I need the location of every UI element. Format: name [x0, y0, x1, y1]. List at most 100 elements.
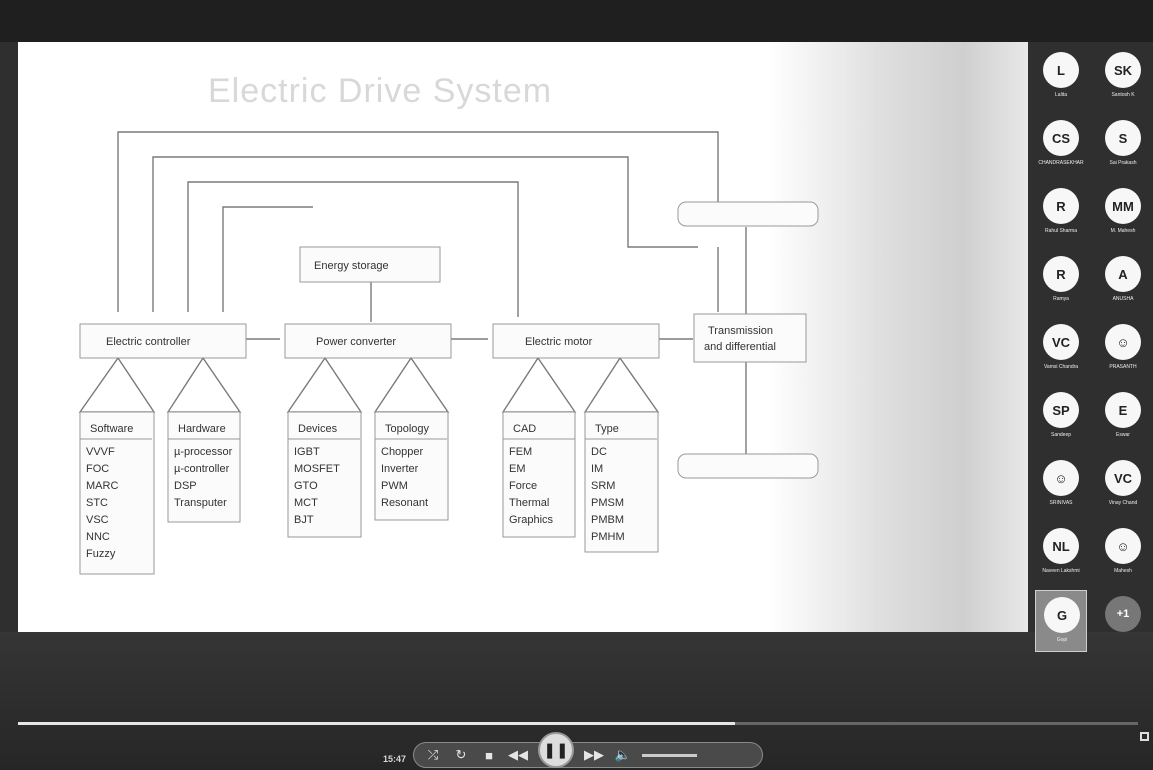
- participant-tile[interactable]: CS CHANDRASEKHAR: [1035, 114, 1087, 176]
- participant-tile[interactable]: ☺PRASANTH: [1097, 318, 1149, 380]
- wheel-top: [677, 201, 819, 227]
- participant-avatar: SP: [1043, 392, 1079, 428]
- power-converter-label: Power converter: [316, 336, 396, 348]
- topology-list-item: PWM: [381, 480, 408, 492]
- participant-name: Sai Prakash: [1109, 160, 1137, 166]
- participant-name: Lalita: [1055, 92, 1067, 98]
- software-list-item: VVVF: [86, 446, 115, 458]
- participant-avatar: CS: [1043, 120, 1079, 156]
- software-list-item: FOC: [86, 463, 109, 475]
- stop-icon[interactable]: ■: [485, 747, 493, 763]
- participant-tile[interactable]: ☺Mahesh: [1097, 522, 1149, 584]
- type-list-box: [584, 411, 659, 553]
- electric-motor-label: Electric motor: [525, 336, 593, 348]
- participant-avatar: R: [1043, 188, 1079, 224]
- slide-title: Electric Drive System: [208, 72, 553, 110]
- software-list-item: STC: [86, 497, 108, 509]
- top-bar: [0, 0, 1153, 42]
- transmission-label-2: and differential: [704, 341, 776, 353]
- type-list-item: PMBM: [591, 514, 624, 526]
- energy-storage-box: [299, 246, 441, 283]
- profile-photo-icon: ☺: [1105, 528, 1141, 564]
- power-converter-box: [284, 323, 452, 359]
- progress-bar[interactable]: [18, 722, 1138, 725]
- devices-list-header: Devices: [298, 423, 338, 435]
- participant-tile[interactable]: SK Santosh K: [1097, 46, 1149, 108]
- participant-avatar: G: [1044, 597, 1080, 633]
- software-list-item: Fuzzy: [86, 548, 116, 560]
- cad-list-header: CAD: [513, 423, 536, 435]
- participant-name: Gopi: [1056, 637, 1068, 643]
- participant-avatar: A: [1105, 256, 1141, 292]
- cad-list-item: FEM: [509, 446, 532, 458]
- participant-name: SRINIVAS: [1049, 500, 1073, 506]
- topology-list-item: Inverter: [381, 463, 419, 475]
- volume-slider[interactable]: [642, 753, 697, 757]
- type-list-item: DC: [591, 446, 607, 458]
- participant-name: CHANDRASEKHAR: [1038, 160, 1084, 166]
- electric-controller-box: [79, 323, 247, 359]
- transmission-box: [693, 313, 807, 363]
- devices-list-item: IGBT: [294, 446, 320, 458]
- connector-lines: [117, 131, 747, 462]
- rewind-icon[interactable]: ◀◀: [508, 747, 528, 762]
- progress-fill: [18, 722, 735, 725]
- participant-avatar: VC: [1043, 324, 1079, 360]
- participant-name: ANUSHA: [1112, 296, 1134, 302]
- fullscreen-icon[interactable]: [1140, 732, 1149, 741]
- participant-avatar: NL: [1043, 528, 1079, 564]
- transmission-label-1: Transmission: [708, 325, 773, 337]
- repeat-icon[interactable]: ↻: [455, 747, 467, 762]
- participant-avatar: SK: [1105, 52, 1141, 88]
- slide-shading: [768, 42, 1028, 632]
- topology-list-item: Resonant: [381, 497, 428, 509]
- devices-list-box: [287, 411, 362, 538]
- participant-avatar: MM: [1105, 188, 1141, 224]
- cad-list-box: [502, 411, 576, 538]
- participant-name: Eswar: [1116, 432, 1130, 438]
- participant-name: PRASANTH: [1109, 364, 1137, 370]
- participant-avatar: L: [1043, 52, 1079, 88]
- shuffle-icon[interactable]: ⤮: [427, 747, 439, 762]
- hardware-list-item: Transputer: [174, 497, 227, 509]
- cad-list-item: Graphics: [509, 514, 554, 526]
- participant-name: Santosh K: [1111, 92, 1135, 98]
- devices-list-item: BJT: [294, 514, 314, 526]
- volume-icon[interactable]: 🔈: [614, 747, 632, 762]
- participant-tile[interactable]: R Rahul Sharma: [1035, 182, 1087, 244]
- electric-motor-box: [492, 323, 660, 359]
- participant-name: M. Mahesh: [1110, 228, 1136, 234]
- fast-forward-icon[interactable]: ▶▶: [584, 747, 604, 762]
- type-list-item: PMSM: [591, 497, 624, 509]
- software-list-item: VSC: [86, 514, 109, 526]
- play-pause-button[interactable]: ❚❚: [538, 732, 574, 768]
- cad-list-item: Force: [509, 480, 537, 492]
- elapsed-time: 15:47: [383, 754, 407, 764]
- devices-list-item: GTO: [294, 480, 318, 492]
- participant-name: Naveen Lakshmi: [1042, 568, 1080, 574]
- hardware-list-header: Hardware: [178, 423, 226, 435]
- wheel-bottom: [677, 453, 819, 479]
- participant-tile[interactable]: L Lalita: [1035, 46, 1087, 108]
- participant-tile[interactable]: NL Naveen Lakshmi: [1035, 522, 1087, 584]
- participant-tile[interactable]: A ANUSHA: [1097, 250, 1149, 312]
- participant-avatar: +1: [1105, 596, 1141, 632]
- participant-tile[interactable]: +1: [1097, 590, 1149, 652]
- block-diagram: Energy storage Electric controller Power…: [78, 131, 819, 575]
- energy-storage-label: Energy storage: [314, 260, 389, 272]
- hardware-list-item: DSP: [174, 480, 197, 492]
- cad-list-item: EM: [509, 463, 526, 475]
- participant-tile[interactable]: ☺SRINIVAS: [1035, 454, 1087, 516]
- participant-name: Rahul Sharma: [1045, 228, 1077, 234]
- topology-list-header: Topology: [385, 423, 430, 435]
- participant-tile[interactable]: MM M. Mahesh: [1097, 182, 1149, 244]
- participant-avatar: VC: [1105, 460, 1141, 496]
- participant-tile[interactable]: G Gopi: [1035, 590, 1087, 652]
- player-controls: ⤮ ↻ ■ ◀◀ ❚❚ ▶▶ 🔈: [413, 732, 763, 768]
